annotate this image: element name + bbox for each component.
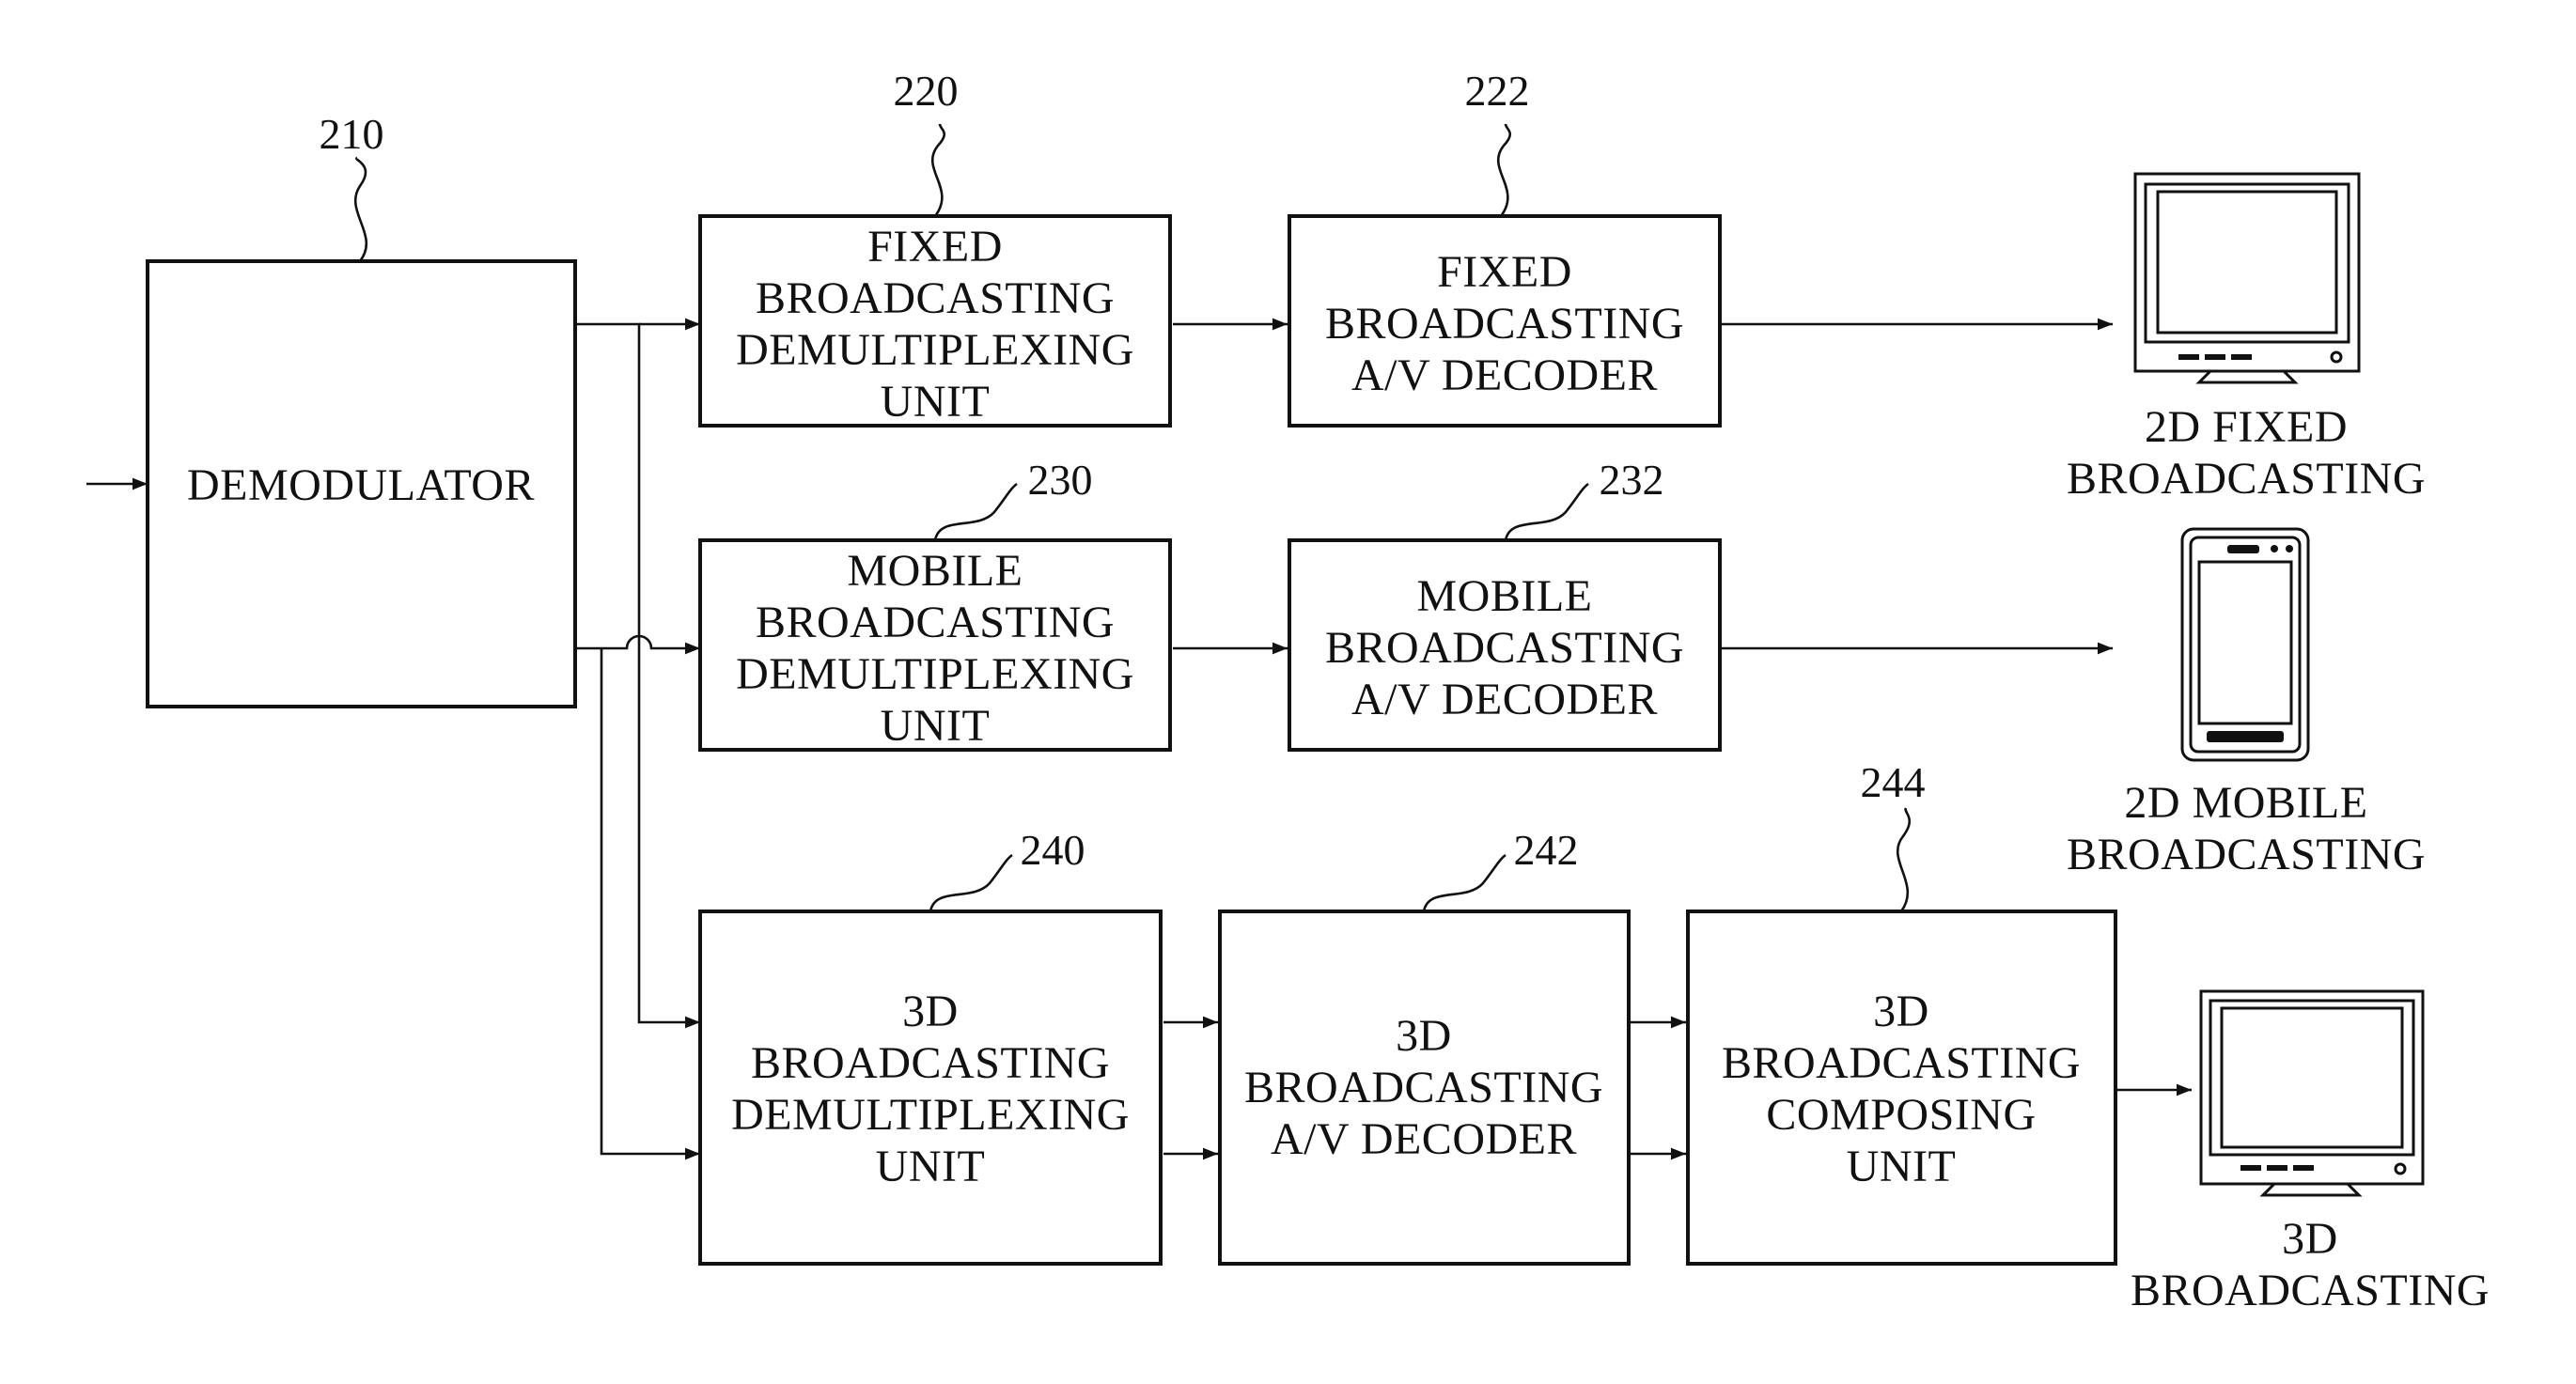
fixed-decoder-ref: 222 xyxy=(1465,67,1530,115)
3d-display-output: 3D BROADCASTING xyxy=(2131,991,2490,1315)
mobile-display-output: 2D MOBILE BROADCASTING xyxy=(2067,529,2426,879)
fixed-decoder-block: FIXED BROADCASTING A/V DECODER 222 xyxy=(1289,67,1720,426)
demodulator-leader xyxy=(355,158,367,261)
demux-3d-block: 3D BROADCASTING DEMULTIPLEXING UNIT 240 xyxy=(700,826,1161,1264)
decoder-3d-block: 3D BROADCASTING A/V DECODER 242 xyxy=(1220,826,1629,1264)
demux-3d-leader xyxy=(930,855,1012,911)
monitor-icon xyxy=(2135,174,2359,382)
demux-3d-line-1: 3D xyxy=(902,987,959,1036)
demodulator-label: DEMODULATOR xyxy=(187,460,535,510)
composer-3d-line-1: 3D xyxy=(1873,987,1929,1036)
fixed-demux-ref: 220 xyxy=(894,67,959,115)
demux-3d-line-2: BROADCASTING xyxy=(751,1038,1110,1088)
decoder-3d-leader xyxy=(1424,855,1506,911)
mobile-demux-ref: 230 xyxy=(1028,456,1093,504)
composer-3d-line-2: BROADCASTING xyxy=(1722,1038,2081,1088)
demod-output-b-branch xyxy=(601,648,700,1154)
mobile-decoder-line-2: BROADCASTING xyxy=(1325,623,1684,673)
mobile-demux-line-4: UNIT xyxy=(881,701,991,751)
mobile-decoder-line-3: A/V DECODER xyxy=(1351,675,1658,724)
3d-output-line-1: 3D xyxy=(2282,1214,2338,1264)
mobile-demux-block: MOBILE BROADCASTING DEMULTIPLEXING UNIT … xyxy=(700,456,1170,751)
fixed-decoder-line-2: BROADCASTING xyxy=(1325,299,1684,349)
3d-output-line-2: BROADCASTING xyxy=(2131,1266,2490,1315)
mobile-decoder-block: MOBILE BROADCASTING A/V DECODER 232 xyxy=(1289,456,1720,750)
fixed-demux-line-4: UNIT xyxy=(881,377,991,427)
fixed-demux-line-3: DEMULTIPLEXING xyxy=(736,325,1134,375)
decoder-3d-line-2: BROADCASTING xyxy=(1244,1063,1603,1112)
fixed-output-line-2: BROADCASTING xyxy=(2067,454,2426,504)
mobile-demux-leader xyxy=(935,484,1017,540)
mobile-output-line-2: BROADCASTING xyxy=(2067,830,2426,879)
fixed-display-output: 2D FIXED BROADCASTING xyxy=(2067,174,2426,504)
demux-3d-line-3: DEMULTIPLEXING xyxy=(731,1090,1130,1140)
composer-3d-ref: 244 xyxy=(1861,758,1926,806)
fixed-decoder-line-3: A/V DECODER xyxy=(1351,350,1658,400)
mobile-demux-line-2: BROADCASTING xyxy=(756,598,1115,647)
fixed-output-line-1: 2D FIXED xyxy=(2145,402,2348,452)
composer-3d-leader xyxy=(1897,808,1910,911)
demod-output-b-wire xyxy=(575,636,700,648)
composer-3d-line-3: COMPOSING xyxy=(1766,1090,2036,1140)
mobile-demux-line-3: DEMULTIPLEXING xyxy=(736,649,1134,699)
mobile-decoder-line-1: MOBILE xyxy=(1417,571,1593,621)
demodulator-ref: 210 xyxy=(320,110,384,158)
fixed-decoder-line-1: FIXED xyxy=(1437,247,1572,297)
mobile-decoder-leader xyxy=(1506,484,1588,540)
composer-3d-line-4: UNIT xyxy=(1847,1142,1957,1191)
fixed-demux-line-1: FIXED xyxy=(867,222,1003,272)
decoder-3d-line-1: 3D xyxy=(1396,1011,1452,1061)
demodulator-block: DEMODULATOR 210 xyxy=(148,110,575,707)
composer-3d-block: 3D BROADCASTING COMPOSING UNIT 244 xyxy=(1688,758,2115,1264)
fixed-demux-line-2: BROADCASTING xyxy=(756,273,1115,323)
fixed-demux-leader xyxy=(932,124,945,216)
monitor-icon xyxy=(2201,991,2423,1195)
demux-3d-ref: 240 xyxy=(1021,826,1085,874)
mobile-decoder-ref: 232 xyxy=(1600,456,1664,504)
decoder-3d-ref: 242 xyxy=(1514,826,1579,874)
demux-3d-line-4: UNIT xyxy=(876,1142,986,1191)
decoder-3d-line-3: A/V DECODER xyxy=(1271,1114,1577,1164)
fixed-demux-block: FIXED BROADCASTING DEMULTIPLEXING UNIT 2… xyxy=(700,67,1170,427)
mobile-demux-line-1: MOBILE xyxy=(848,546,1023,596)
mobile-output-line-1: 2D MOBILE xyxy=(2124,778,2367,828)
fixed-decoder-leader xyxy=(1498,124,1510,216)
demod-output-a-wire xyxy=(575,324,700,1022)
mobile-phone-icon xyxy=(2182,529,2308,760)
